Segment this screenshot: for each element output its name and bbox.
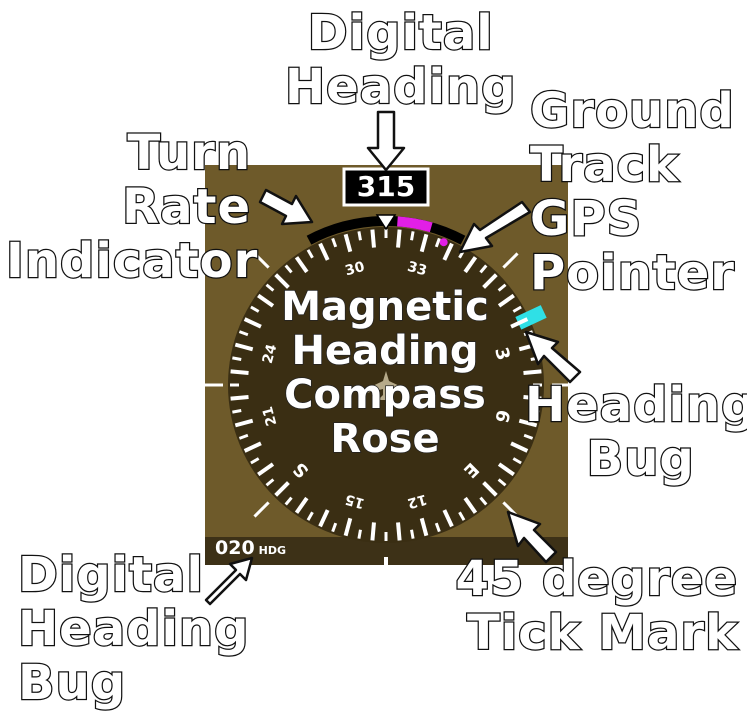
heading-bug-arrow [526, 332, 580, 382]
gps-pointer-arrow [460, 202, 530, 252]
digital-heading-bug-arrow [206, 558, 252, 604]
digital-heading-arrow [368, 112, 404, 170]
tick-mark-arrow [508, 512, 556, 562]
turn-rate-arrow [260, 190, 312, 224]
